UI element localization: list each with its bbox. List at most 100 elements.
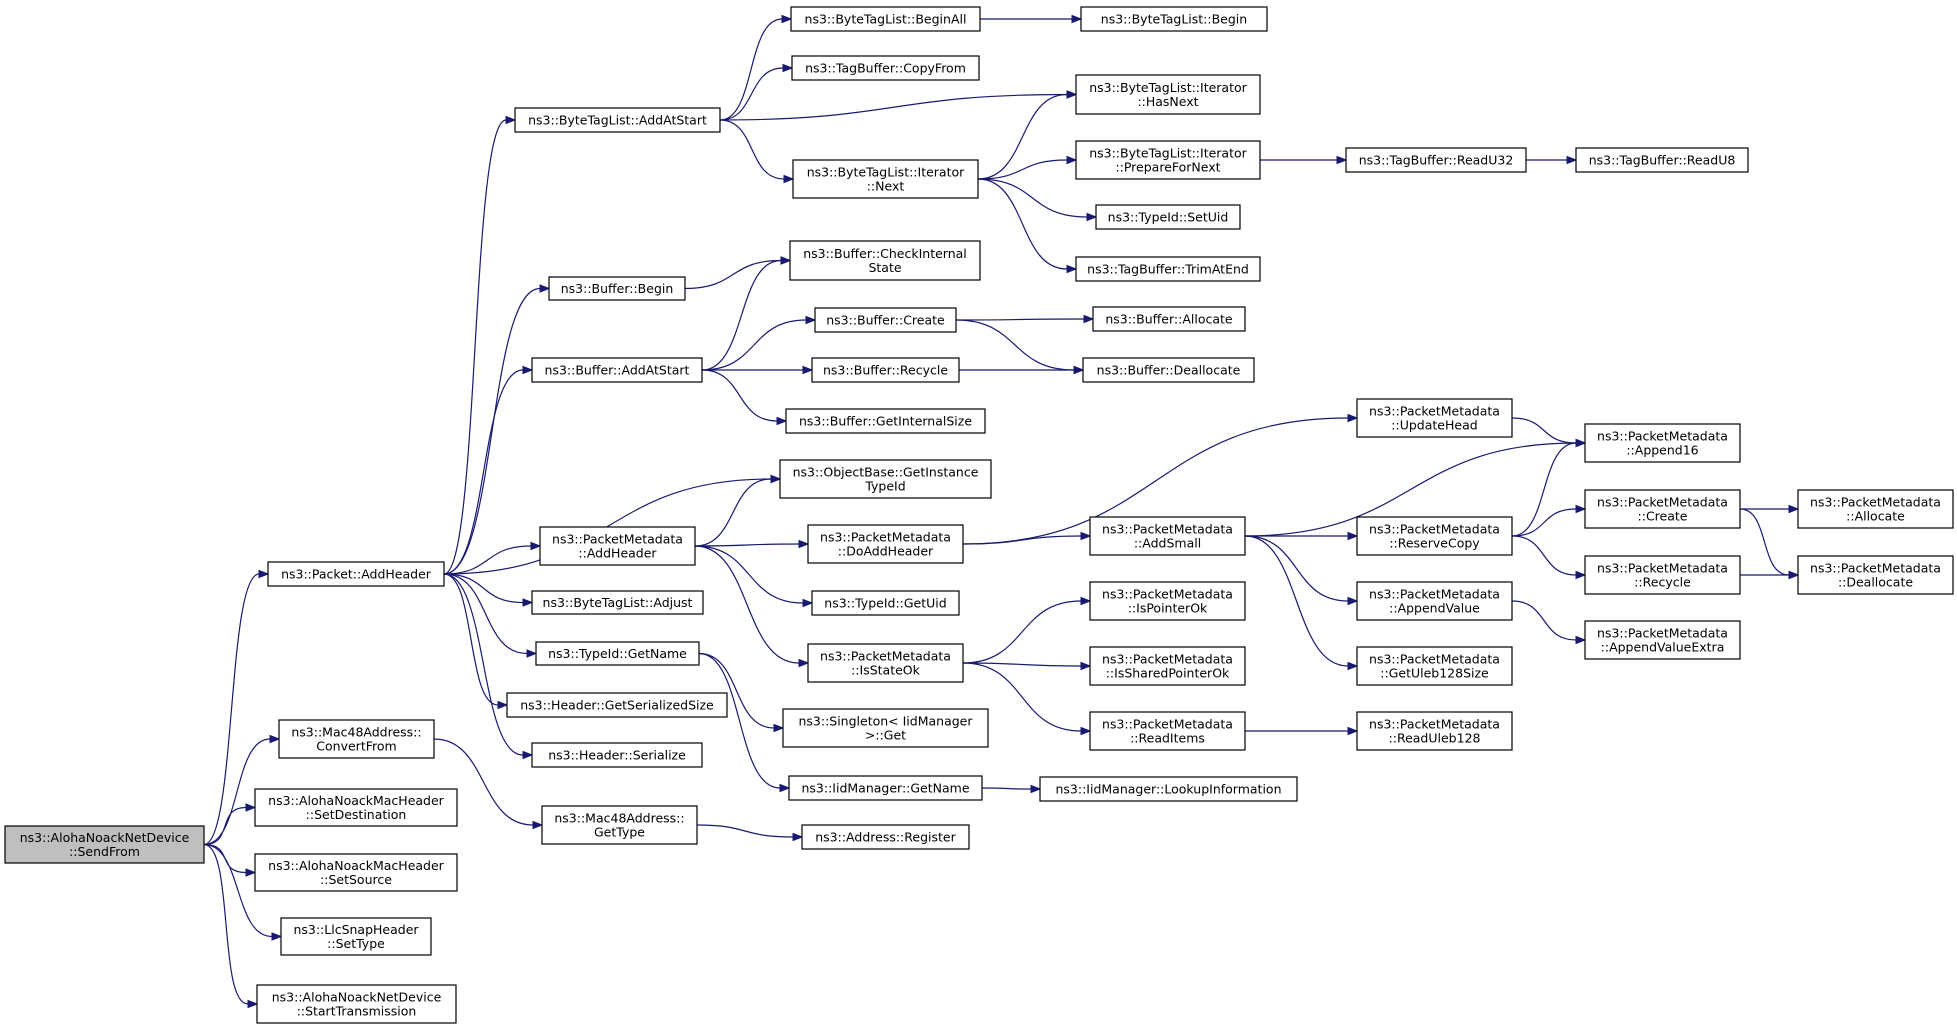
node-label: ::DoAddHeader xyxy=(838,544,934,559)
node-label: ns3::ByteTagList::AddAtStart xyxy=(528,113,707,128)
function-node-pm-isstateok[interactable]: ns3::PacketMetadata::IsStateOk xyxy=(807,643,964,683)
arrowhead-icon xyxy=(802,598,814,608)
call-edge-line xyxy=(719,93,1068,121)
function-node-setdest[interactable]: ns3::AlohaNoackMacHeader::SetDestination xyxy=(254,788,458,827)
function-node-pm-issharedpointerok[interactable]: ns3::PacketMetadata::IsSharedPointerOk xyxy=(1089,646,1246,686)
node-box xyxy=(1095,204,1241,230)
arrowhead-icon xyxy=(1347,596,1359,606)
arrowhead-icon xyxy=(779,783,791,793)
arrowhead-icon xyxy=(1086,212,1098,222)
node-label: ns3::Buffer::Recycle xyxy=(823,363,948,378)
call-edge-line xyxy=(955,319,1075,371)
function-node-root[interactable]: ns3::AlohaNoackNetDevice::SendFrom xyxy=(4,825,205,864)
arrowhead-icon xyxy=(1083,314,1095,324)
node-label: ns3::Packet::AddHeader xyxy=(281,567,432,582)
call-edge xyxy=(1245,531,1359,541)
function-node-convertfrom[interactable]: ns3::Mac48Address::ConvertFrom xyxy=(278,719,435,759)
arrowhead-icon xyxy=(522,365,534,375)
arrowhead-icon xyxy=(781,14,793,24)
node-box xyxy=(1089,516,1246,556)
call-edge xyxy=(1511,417,1587,448)
function-node-hdr-getsize[interactable]: ns3::Header::GetSerializedSize xyxy=(506,692,728,718)
call-edge-line xyxy=(981,787,1032,790)
function-node-pm-readuleb[interactable]: ns3::PacketMetadata::ReadUleb128 xyxy=(1356,711,1513,751)
function-node-pm-addsmall[interactable]: ns3::PacketMetadata::AddSmall xyxy=(1089,516,1246,556)
function-node-buf-create[interactable]: ns3::Buffer::Create xyxy=(814,307,957,333)
function-node-tb-readu8[interactable]: ns3::TagBuffer::ReadU8 xyxy=(1575,147,1749,173)
call-edge xyxy=(701,256,792,371)
function-node-tb-readu32[interactable]: ns3::TagBuffer::ReadU32 xyxy=(1345,147,1527,173)
call-edge-line xyxy=(203,573,260,846)
arrowhead-icon xyxy=(1347,661,1359,671)
function-node-addr-register[interactable]: ns3::Address::Register xyxy=(801,824,970,850)
function-node-pm-doaddheader[interactable]: ns3::PacketMetadata::DoAddHeader xyxy=(807,524,964,564)
function-node-btl-beginall[interactable]: ns3::ByteTagList::BeginAll xyxy=(790,6,981,32)
arrowhead-icon xyxy=(1336,155,1348,165)
function-node-btl-it-hasnext[interactable]: ns3::ByteTagList::Iterator::HasNext xyxy=(1075,74,1261,115)
function-node-pm-reservecopy[interactable]: ns3::PacketMetadata::ReserveCopy xyxy=(1356,516,1513,556)
call-edge xyxy=(696,824,804,842)
function-node-buf-deallocate[interactable]: ns3::Buffer::Deallocate xyxy=(1082,357,1255,383)
function-node-pm-append16[interactable]: ns3::PacketMetadata::Append16 xyxy=(1584,423,1741,463)
function-node-btl-begin[interactable]: ns3::ByteTagList::Begin xyxy=(1080,6,1268,32)
call-edge xyxy=(1244,535,1359,606)
node-box xyxy=(1584,489,1741,529)
function-node-tb-copyfrom[interactable]: ns3::TagBuffer::CopyFrom xyxy=(791,55,980,81)
function-node-pm-readitems[interactable]: ns3::PacketMetadata::ReadItems xyxy=(1089,711,1246,751)
node-box xyxy=(1092,306,1246,332)
function-node-pm-recycle[interactable]: ns3::PacketMetadata::Recycle xyxy=(1584,555,1741,595)
function-node-pm-updatehead[interactable]: ns3::PacketMetadata::UpdateHead xyxy=(1356,398,1513,438)
function-node-typeid-getname[interactable]: ns3::TypeId::GetName xyxy=(535,641,700,666)
function-node-tb-trimatend[interactable]: ns3::TagBuffer::TrimAtEnd xyxy=(1075,256,1261,282)
function-node-addheader[interactable]: ns3::Packet::AddHeader xyxy=(267,561,445,587)
function-node-iid-getname[interactable]: ns3::IidManager::GetName xyxy=(788,775,983,801)
function-node-pm-getuleb[interactable]: ns3::PacketMetadata::GetUleb128Size xyxy=(1356,646,1513,686)
node-label: ::IsStateOk xyxy=(851,663,921,678)
function-node-btl-it-prepare[interactable]: ns3::ByteTagList::Iterator::PrepareForNe… xyxy=(1075,140,1261,180)
function-node-mac-gettype[interactable]: ns3::Mac48Address::GetType xyxy=(541,805,698,845)
function-node-pm-appendvalueextra[interactable]: ns3::PacketMetadata::AppendValueExtra xyxy=(1584,620,1741,660)
function-node-hdr-serialize[interactable]: ns3::Header::Serialize xyxy=(531,742,703,768)
function-node-buf-getinternalsize[interactable]: ns3::Buffer::GetInternalSize xyxy=(785,408,986,434)
node-label: ns3::PacketMetadata xyxy=(1369,717,1500,732)
function-node-settype[interactable]: ns3::LlcSnapHeader::SetType xyxy=(280,917,432,956)
function-node-btl-adjust[interactable]: ns3::ByteTagList::Adjust xyxy=(531,590,704,615)
node-box xyxy=(1082,357,1255,383)
function-node-pm-create[interactable]: ns3::PacketMetadata::Create xyxy=(1584,489,1741,529)
arrowhead-icon xyxy=(497,700,509,710)
call-edge-line xyxy=(443,545,532,575)
call-edge-line xyxy=(698,652,781,789)
node-box xyxy=(1075,74,1261,115)
node-label: ns3::AlohaNoackMacHeader xyxy=(268,793,445,808)
function-node-pm-deallocate[interactable]: ns3::PacketMetadata::Deallocate xyxy=(1797,555,1954,595)
function-node-buf-begin[interactable]: ns3::Buffer::Begin xyxy=(548,276,686,301)
call-edge-line xyxy=(694,543,800,547)
call-edge xyxy=(1525,155,1578,165)
function-node-typeid-setuid[interactable]: ns3::TypeId::SetUid xyxy=(1095,204,1241,230)
call-edge-line xyxy=(1739,508,1790,576)
function-node-btl-addatstart[interactable]: ns3::ByteTagList::AddAtStart xyxy=(514,107,721,133)
function-node-typeid-getuid[interactable]: ns3::TypeId::GetUid xyxy=(811,590,960,616)
function-node-singleton-get[interactable]: ns3::Singleton< IidManager >::Get xyxy=(782,708,989,748)
call-edge xyxy=(694,545,810,668)
function-node-iid-lookup[interactable]: ns3::IidManager::LookupInformation xyxy=(1039,776,1298,802)
function-node-buf-allocate[interactable]: ns3::Buffer::Allocate xyxy=(1092,306,1246,332)
function-node-pm-addheader[interactable]: ns3::PacketMetadata::AddHeader xyxy=(539,526,696,566)
function-node-buf-recycle[interactable]: ns3::Buffer::Recycle xyxy=(811,357,960,383)
node-box xyxy=(1797,555,1954,595)
function-node-pm-allocate[interactable]: ns3::PacketMetadata::Allocate xyxy=(1797,489,1954,529)
function-node-btl-it-next[interactable]: ns3::ByteTagList::Iterator::Next xyxy=(792,159,979,199)
arrowhead-icon xyxy=(1071,14,1083,24)
call-edge-line xyxy=(962,662,1082,732)
function-node-starttx[interactable]: ns3::AlohaNoackNetDevice::StartTransmiss… xyxy=(256,984,457,1024)
call-edge xyxy=(698,652,791,793)
function-node-pm-appendvalue[interactable]: ns3::PacketMetadata::AppendValue xyxy=(1356,581,1513,621)
node-box xyxy=(1584,423,1741,463)
call-nodes: ns3::AlohaNoackNetDevice::SendFrom ns3::P… xyxy=(4,6,1954,1024)
function-node-pm-ispointerok[interactable]: ns3::PacketMetadata::IsPointerOk xyxy=(1089,581,1246,621)
function-node-setsource[interactable]: ns3::AlohaNoackMacHeader::SetSource xyxy=(254,853,458,892)
node-box xyxy=(506,692,728,718)
function-node-buf-addatstart[interactable]: ns3::Buffer::AddAtStart xyxy=(531,357,703,383)
